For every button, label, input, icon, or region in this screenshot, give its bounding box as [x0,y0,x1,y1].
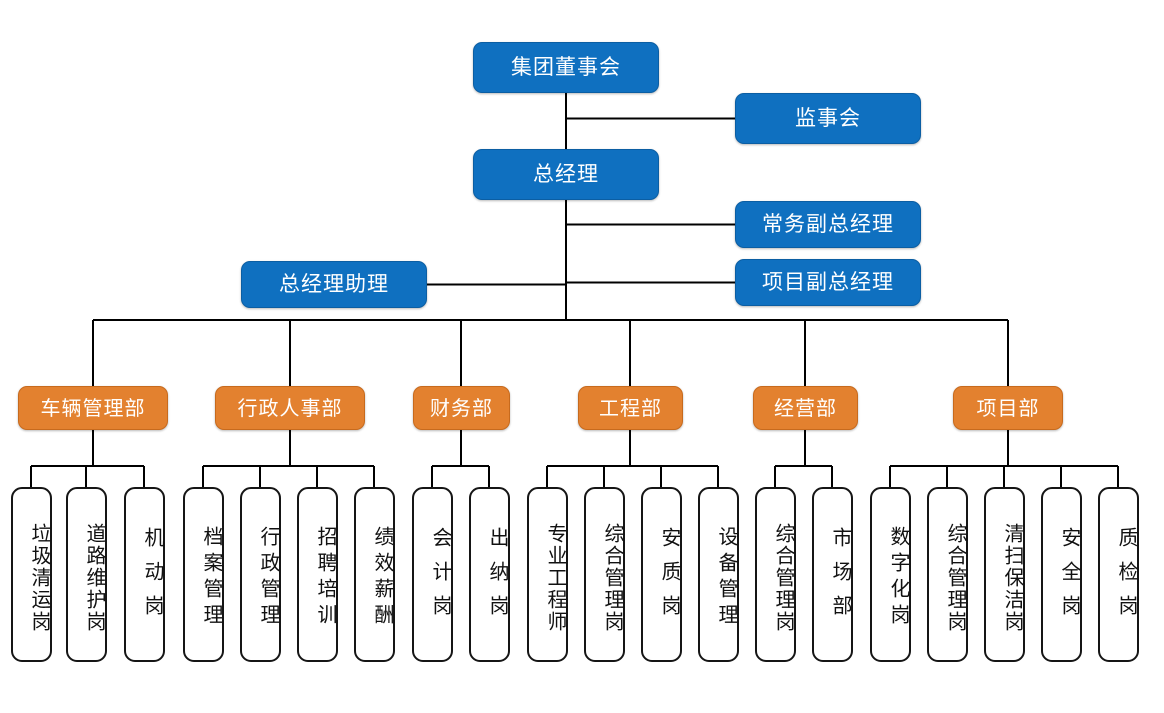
node-position-cleaning-sanitation[interactable]: 清扫保洁岗 [984,487,1025,662]
node-general-manager[interactable]: 总经理 [473,149,659,200]
node-position-professional-engineer[interactable]: 专业工程师 [527,487,568,662]
node-dept-operations[interactable]: 经营部 [753,386,858,430]
node-position-garbage-transport[interactable]: 垃圾清运岗 [11,487,52,662]
node-position-equipment-management[interactable]: 设备管理 [698,487,739,662]
node-board[interactable]: 集团董事会 [473,42,659,93]
node-executive-vice-gm[interactable]: 常务副总经理 [735,201,921,248]
node-position-recruitment-training[interactable]: 招聘培训 [297,487,338,662]
node-position-mobile-duty[interactable]: 机动岗 [124,487,165,662]
node-position-comprehensive-management-project[interactable]: 综合管理岗 [927,487,968,662]
node-position-archive-management[interactable]: 档案管理 [183,487,224,662]
node-dept-project[interactable]: 项目部 [953,386,1063,430]
node-position-performance-compensation[interactable]: 绩效薪酬 [354,487,395,662]
node-position-accounting[interactable]: 会计岗 [412,487,453,662]
node-position-comprehensive-management-engineering[interactable]: 综合管理岗 [584,487,625,662]
node-position-comprehensive-management-operations[interactable]: 综合管理岗 [755,487,796,662]
node-position-road-maintenance[interactable]: 道路维护岗 [66,487,107,662]
node-project-vice-gm[interactable]: 项目副总经理 [735,259,921,306]
node-gm-assistant[interactable]: 总经理助理 [241,261,427,308]
node-position-quality-inspection[interactable]: 质检岗 [1098,487,1139,662]
node-supervisory-board[interactable]: 监事会 [735,93,921,144]
node-position-safety-quality[interactable]: 安质岗 [641,487,682,662]
node-position-marketing[interactable]: 市场部 [812,487,853,662]
node-dept-vehicle-management[interactable]: 车辆管理部 [18,386,168,430]
node-dept-finance[interactable]: 财务部 [413,386,510,430]
node-position-administrative-management[interactable]: 行政管理 [240,487,281,662]
node-position-safety[interactable]: 安全岗 [1041,487,1082,662]
node-dept-admin-hr[interactable]: 行政人事部 [215,386,365,430]
node-position-cashier[interactable]: 出纳岗 [469,487,510,662]
node-dept-engineering[interactable]: 工程部 [578,386,683,430]
node-position-digitalization[interactable]: 数字化岗 [870,487,911,662]
